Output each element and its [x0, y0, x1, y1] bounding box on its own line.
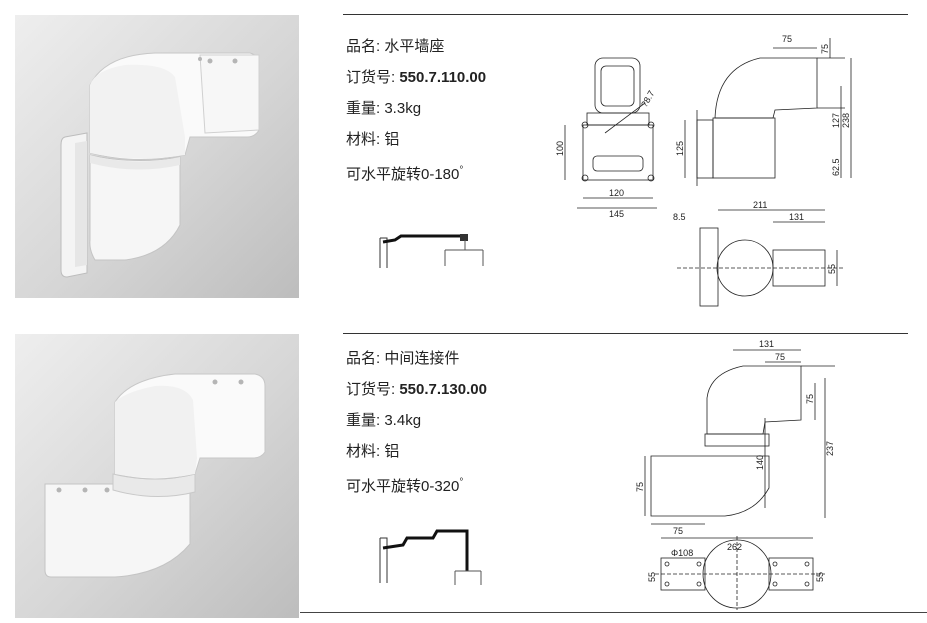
- connector-render: [44, 373, 266, 578]
- dim-75-c: 75: [635, 482, 645, 492]
- dim-131: 131: [759, 339, 774, 349]
- rotation-row: 可水平旋转0-320°: [346, 472, 487, 503]
- order-row: 订货号: 550.7.130.00: [346, 379, 487, 410]
- dim-75-a: 75: [775, 352, 785, 362]
- product-photo: [15, 334, 299, 618]
- material-label: 材料:: [346, 131, 381, 148]
- rotation-text: 可水平旋转0-320: [346, 478, 460, 495]
- weight-row: 重量: 3.4kg: [346, 410, 487, 441]
- dim-62-5: 62.5: [831, 158, 841, 176]
- weight-row: 重量: 3.3kg: [346, 98, 486, 129]
- dim-131: 131: [789, 212, 804, 222]
- dim-145: 145: [609, 209, 624, 219]
- spec-block: 品名: 水平墙座 订货号: 550.7.110.00 重量: 3.3kg 材料:…: [346, 36, 486, 191]
- usage-sketch: [379, 529, 482, 585]
- weight-value: 3.3kg: [384, 100, 422, 117]
- rotation-text: 可水平旋转0-180: [346, 166, 460, 183]
- dim-237: 237: [825, 441, 835, 456]
- order-number: 550.7.130.00: [399, 381, 487, 398]
- dim-120: 120: [609, 188, 624, 198]
- material-row: 材料: 铝: [346, 129, 486, 160]
- technical-drawing: 75 75 ?8.7 127 238 100 125 62.5 120 145 …: [555, 34, 852, 307]
- material-value: 铝: [384, 131, 400, 148]
- spec-block: 品名: 中间连接件 订货号: 550.7.130.00 重量: 3.4kg 材料…: [346, 348, 487, 503]
- dim-75-b: 75: [805, 394, 815, 404]
- wall-mount-render: [60, 52, 260, 278]
- dim-55-right: 55: [815, 572, 825, 582]
- dim-phi-108: Φ108: [671, 548, 693, 558]
- dim-8-5: 8.5: [673, 212, 686, 222]
- usage-sketch: [379, 234, 484, 268]
- name-row: 品名: 中间连接件: [346, 348, 487, 379]
- dim-8-7: ?8.7: [639, 89, 656, 109]
- top-divider: [343, 333, 908, 334]
- order-label: 订货号:: [346, 69, 396, 86]
- weight-label: 重量:: [346, 100, 381, 117]
- technical-drawing: 131 75 75 140 237 75 75 262 Φ108 55 55: [635, 339, 835, 610]
- rotation-row: 可水平旋转0-180°: [346, 160, 486, 191]
- dim-75-d: 75: [673, 526, 683, 536]
- dim-127: 127: [831, 113, 841, 128]
- product-card-wall-mount: 品名: 水平墙座 订货号: 550.7.110.00 重量: 3.3kg 材料:…: [0, 0, 927, 307]
- material-row: 材料: 铝: [346, 441, 487, 472]
- weight-value: 3.4kg: [384, 412, 422, 429]
- dim-75-right: 75: [820, 44, 830, 54]
- dim-140: 140: [755, 455, 765, 470]
- degree-symbol: °: [459, 477, 464, 488]
- dim-211: 211: [753, 200, 767, 210]
- order-number: 550.7.110.00: [399, 69, 487, 86]
- name-value: 水平墙座: [384, 38, 445, 55]
- dim-238: 238: [841, 113, 851, 128]
- top-divider: [343, 14, 908, 15]
- dim-100: 100: [555, 141, 565, 156]
- dim-55: 55: [827, 264, 837, 274]
- weight-label: 重量:: [346, 412, 381, 429]
- name-row: 品名: 水平墙座: [346, 36, 486, 67]
- bottom-divider: [300, 612, 927, 613]
- material-value: 铝: [384, 443, 400, 460]
- product-card-middle-connector: 品名: 中间连接件 订货号: 550.7.130.00 重量: 3.4kg 材料…: [0, 318, 927, 618]
- degree-symbol: °: [459, 165, 464, 176]
- name-value: 中间连接件: [384, 350, 460, 367]
- dim-125: 125: [675, 141, 685, 156]
- product-photo: [15, 15, 299, 298]
- name-label: 品名:: [346, 350, 381, 367]
- dim-75-top: 75: [782, 34, 792, 44]
- order-label: 订货号:: [346, 381, 396, 398]
- order-row: 订货号: 550.7.110.00: [346, 67, 486, 98]
- name-label: 品名:: [346, 38, 381, 55]
- dim-262: 262: [727, 542, 742, 552]
- material-label: 材料:: [346, 443, 381, 460]
- dim-55-left: 55: [647, 572, 657, 582]
